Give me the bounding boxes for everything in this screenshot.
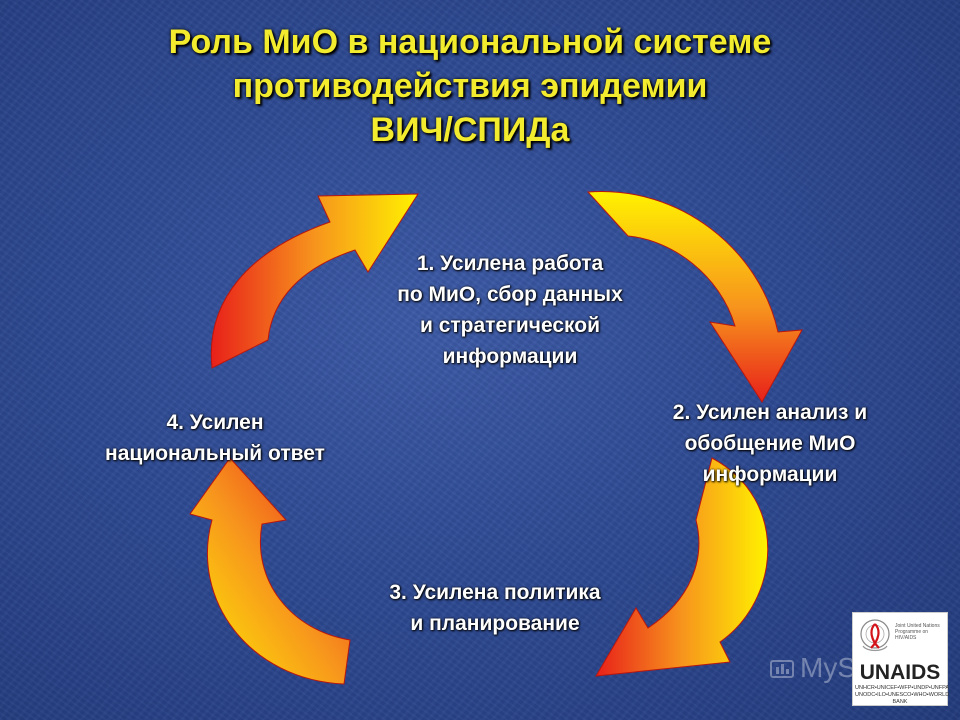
step-1-line-3: и стратегической	[419, 314, 601, 337]
step-1-line-1: 1. Усилена работа	[416, 252, 604, 275]
title-line-2: противодействия эпидемии	[232, 67, 708, 105]
cycle-arrow-top-left	[210, 193, 419, 369]
step-1-line-2: по МиО, сбор данных	[397, 283, 623, 306]
step-4-line-1: 4. Усилен	[166, 411, 264, 434]
unaids-logo: Joint United Nations Programme on HIV/AI…	[852, 612, 950, 706]
step-2-line-2: обобщение МиО	[684, 432, 856, 455]
step-1-line-4: информации	[442, 345, 578, 368]
step-4-line-2: национальный ответ	[105, 442, 325, 465]
cycle-arrow-bottom-right	[595, 457, 769, 677]
step-3-line-1: 3. Усилена политика	[389, 581, 601, 604]
step-4-label: 4. Усилен национальный ответ	[60, 407, 370, 469]
step-3-label: 3. Усилена политика и планирование	[330, 577, 660, 639]
logo-name: UNAIDS	[859, 661, 941, 684]
step-2-line-1: 2. Усилен анализ и	[672, 401, 868, 424]
cycle-arrow-bottom-left	[189, 457, 351, 685]
title-line-3: ВИЧ/СПИДа	[370, 111, 570, 149]
step-2-label: 2. Усилен анализ и обобщение МиО информа…	[620, 397, 920, 490]
logo-small-text: Joint United Nations Programme on HIV/AI…	[895, 623, 940, 641]
logo-members: UNHCR•UNICEF•WFP•UNDP•UNFPA UNODC•ILO•UN…	[855, 685, 950, 705]
step-2-line-3: информации	[702, 463, 838, 486]
un-emblem-icon	[860, 619, 890, 652]
step-1-label: 1. Усилена работа по МиО, сбор данных и …	[340, 248, 680, 372]
title-line-1: Роль МиО в национальной системе	[168, 23, 772, 61]
watermark-icon	[770, 660, 794, 678]
cycle-arrow-top-right	[586, 191, 803, 403]
step-3-line-2: и планирование	[410, 612, 580, 635]
slide-title: Роль МиО в национальной системе противод…	[40, 20, 900, 152]
